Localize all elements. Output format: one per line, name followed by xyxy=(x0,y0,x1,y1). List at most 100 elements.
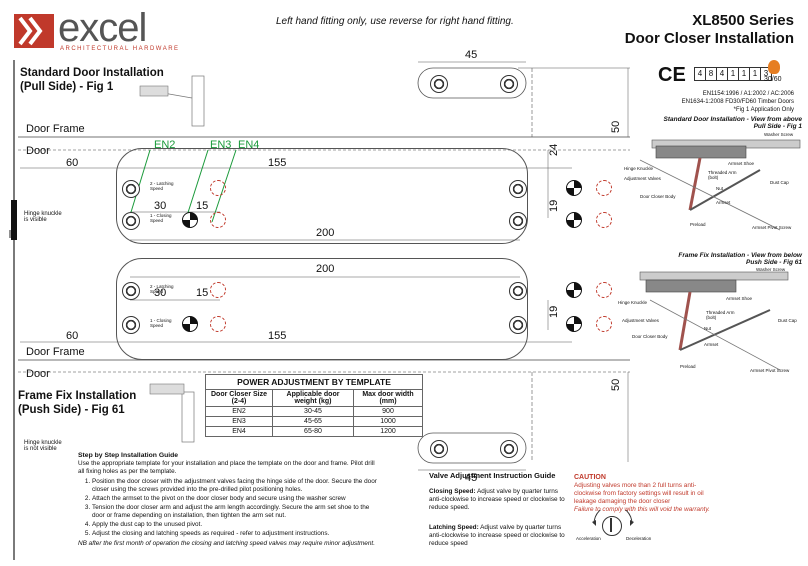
table-cell: 30-45 xyxy=(272,406,354,417)
table-cell: EN3 xyxy=(205,416,273,427)
pilot-target-icon xyxy=(596,212,612,228)
pilot-target-icon xyxy=(596,180,612,196)
fig61-dim-155: 155 xyxy=(268,330,287,342)
caution-text: Adjusting valves more than 2 full turns … xyxy=(574,482,704,505)
drill-mark-icon xyxy=(182,212,198,228)
cert-digit: 3 xyxy=(760,67,772,81)
cert-code: 4 8 4 1 1 1 3 xyxy=(694,67,772,81)
valve-guide-heading: Valve Adjustment Instruction Guide xyxy=(429,471,556,480)
standard-line: EN1154:1996 / A1:2002 / AC:2006 xyxy=(702,91,794,97)
side-label: Armset Pivot Screw xyxy=(750,368,790,373)
fig1-door-label: Door xyxy=(26,145,50,157)
fig61-title: Frame Fix Installation (Push Side) - Fig… xyxy=(18,389,136,417)
side-label: Armset xyxy=(704,342,719,347)
guide-steps: Position the door closer with the adjust… xyxy=(78,478,378,538)
closing-speed-label: Closing Speed: xyxy=(429,488,476,495)
side-label: Nut xyxy=(704,326,712,331)
fig1-title-line1: Standard Door Installation xyxy=(20,67,164,79)
table-header-row: Door Closer Size (2-4) Applicable door w… xyxy=(205,389,423,407)
list-item: Adjust the closing and latching speeds a… xyxy=(92,530,378,538)
fig61-dim-60: 60 xyxy=(66,330,79,342)
dim-60: 60 xyxy=(66,157,79,169)
power-table-caption: POWER ADJUSTMENT BY TEMPLATE xyxy=(205,374,423,389)
table-header: Max door width (mm) xyxy=(353,389,423,407)
en4-label: EN4 xyxy=(238,139,260,151)
arm-fixing-hole xyxy=(430,440,448,458)
side-label: Washer Screw xyxy=(756,267,786,272)
deceleration-label: Deceleration xyxy=(626,536,652,541)
side-label: Armset xyxy=(716,200,731,205)
list-item: Tension the door closer arm and adjust t… xyxy=(92,504,378,520)
fire-rating: 30/60 xyxy=(764,76,782,83)
acceleration-label: Acceleration xyxy=(576,536,601,541)
drill-mark-icon xyxy=(182,316,198,332)
side-label: Armset Pivot Screw xyxy=(752,225,792,230)
en2-label: EN2 xyxy=(154,139,176,151)
pilot-target-icon xyxy=(210,316,226,332)
side-fig61-title-line2: Push Side - Fig 61 xyxy=(746,259,802,266)
drill-mark-icon xyxy=(566,282,582,298)
hinge-note-line1: Hinge knuckle xyxy=(24,440,62,446)
fixing-hole xyxy=(509,282,527,300)
side-label: Hinge Knuckle xyxy=(624,166,654,171)
fixing-hole xyxy=(122,180,140,198)
fig61-dim-200: 200 xyxy=(316,263,335,275)
table-cell: 45-65 xyxy=(272,416,354,427)
dim-15: 15 xyxy=(196,200,209,212)
closer-template-fig1 xyxy=(116,148,528,244)
closing-speed-text: Adjust valve by quarter turns anti-clock… xyxy=(429,488,565,511)
dim-24: 24 xyxy=(548,143,560,156)
side-label: Dust Cap xyxy=(778,318,797,323)
fig61-dim-30: 30 xyxy=(154,287,167,299)
caution-warning: Failure to comply with this will void th… xyxy=(574,506,710,513)
table-row: EN4 65-80 1200 xyxy=(205,426,423,437)
guide-heading: Step by Step Installation Guide xyxy=(78,452,179,459)
side-label: Preload xyxy=(690,222,706,227)
hinge-note-line1: Hinge knuckle xyxy=(24,211,62,217)
fig1-latching-speed-label: 2 - Latching Speed xyxy=(150,181,174,191)
fig1-title-line2: (Pull Side) - Fig 1 xyxy=(20,81,114,93)
standard-line: *Fig 1 Application Only xyxy=(733,107,794,113)
x-logo-icon xyxy=(18,16,43,46)
dim-155: 155 xyxy=(268,157,287,169)
fixing-hole xyxy=(122,316,140,334)
side-label: Nut xyxy=(716,186,724,191)
closing-speed-instruction: Closing Speed: Adjust valve by quarter t… xyxy=(429,488,569,512)
side-label: Threaded Arm (bolt) xyxy=(708,170,737,180)
table-row: EN3 45-65 1000 xyxy=(205,416,423,427)
fig61-latching-speed-label: 2 - Latching Speed xyxy=(150,284,174,294)
side-fig1-title-line2: Pull Side - Fig 1 xyxy=(753,123,802,130)
arm-dim-45-bottom: 45 xyxy=(465,472,478,484)
table-cell: 1000 xyxy=(353,416,423,427)
pilot-target-icon xyxy=(210,282,226,298)
drill-mark-icon xyxy=(566,316,582,332)
brand-logo-mark xyxy=(14,14,54,48)
en3-label: EN3 xyxy=(210,139,232,151)
table-cell: 65-80 xyxy=(272,426,354,437)
side-fig61-title-line1: Frame Fix Installation - View from below xyxy=(678,252,802,259)
arm-fixing-hole xyxy=(500,75,518,93)
side-label: Door Closer Body xyxy=(632,334,668,339)
table-cell: 1200 xyxy=(353,426,423,437)
arm-dim-50-bottom: 50 xyxy=(610,378,622,391)
latching-speed-text: Adjust valve by quarter turns anti-clock… xyxy=(429,524,565,547)
fixing-hole xyxy=(122,282,140,300)
fig61-dim-15: 15 xyxy=(196,287,209,299)
pilot-target-icon xyxy=(210,212,226,228)
latching-speed-instruction: Latching Speed: Adjust valve by quarter … xyxy=(429,524,569,548)
list-item: Attach the armset to the pivot on the do… xyxy=(92,495,378,503)
series-title: XL8500 Series xyxy=(692,12,794,29)
table-cell: EN2 xyxy=(205,406,273,417)
fig1-title: Standard Door Installation (Pull Side) -… xyxy=(20,66,164,94)
latching-speed-label: Latching Speed: xyxy=(429,524,479,531)
pilot-target-icon xyxy=(596,282,612,298)
valve-direction-icon xyxy=(592,510,634,526)
fig61-dim-19: 19 xyxy=(548,305,560,318)
guide-note: NB after the first month of operation th… xyxy=(78,540,375,547)
fig61-title-line1: Frame Fix Installation xyxy=(18,390,137,402)
fig61-door-label: Door xyxy=(26,368,50,380)
arm-fixing-hole xyxy=(500,440,518,458)
fig61-title-line2: (Push Side) - Fig 61 xyxy=(18,404,125,416)
valve-dial-icon xyxy=(602,516,622,536)
